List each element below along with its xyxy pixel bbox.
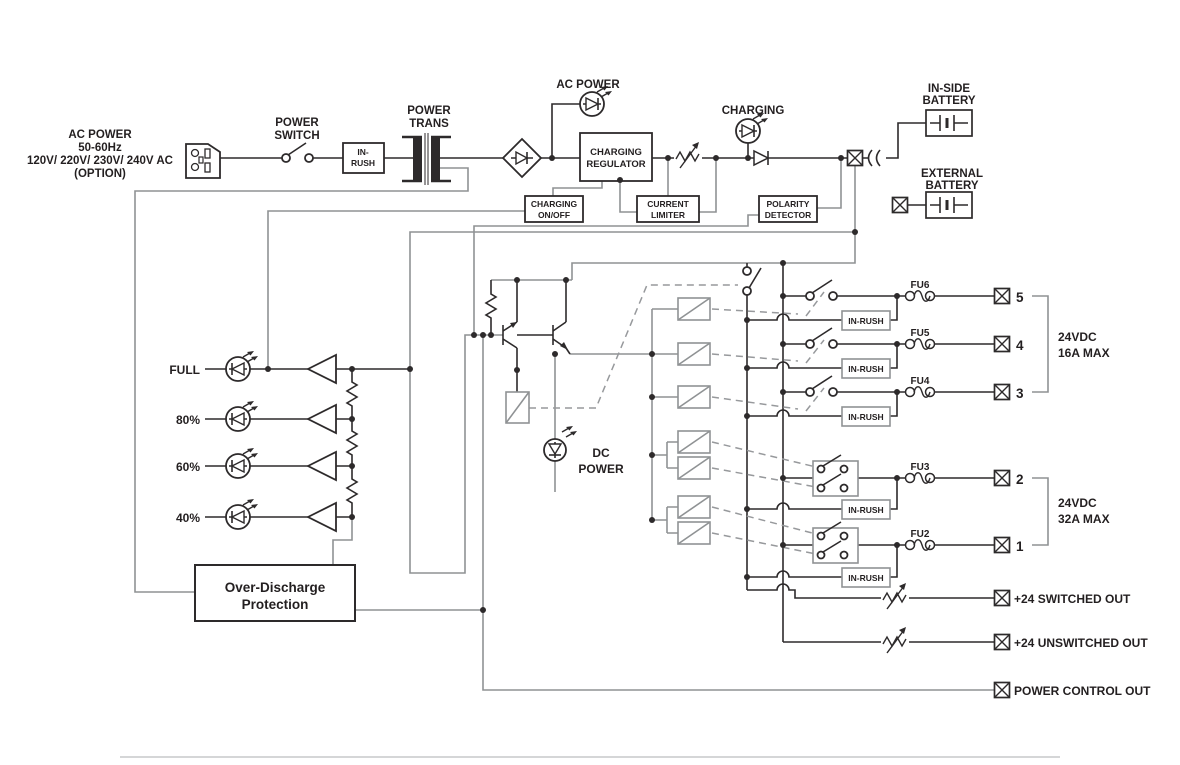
polarity-detector-label-2: DETECTOR — [765, 210, 812, 220]
power-trans-label-2: TRANS — [409, 118, 449, 130]
output-number-1: 1 — [1016, 539, 1024, 554]
fuse-label-fu5: FU5 — [911, 328, 930, 339]
ac-power-indicator-led — [579, 85, 613, 117]
group-32a-label-2: 32A MAX — [1058, 512, 1110, 526]
external-battery-label-2: BATTERY — [925, 180, 978, 192]
over-discharge-label-1: Over-Discharge — [225, 580, 326, 595]
fuse-label-fu2: FU2 — [911, 529, 930, 540]
power-transformer — [402, 133, 451, 185]
battery-level-indicators — [225, 350, 337, 533]
inside-battery-label-2: BATTERY — [922, 95, 975, 107]
inrush-label-1: IN-RUSH — [848, 316, 883, 326]
group-16a-label-2: 16A MAX — [1058, 346, 1110, 360]
over-discharge-label-2: Protection — [242, 597, 309, 612]
main-relay-switch — [742, 266, 752, 296]
output-number-4: 4 — [1016, 338, 1024, 353]
junction-dots — [265, 155, 900, 613]
power-control-out-label: POWER CONTROL OUT — [1014, 684, 1151, 698]
output-contacts-single — [805, 291, 838, 397]
ac-input-label-4: (OPTION) — [74, 168, 126, 180]
charging-on-off: CHARGING ON/OFF — [524, 195, 584, 223]
inrush-label-2: IN-RUSH — [848, 364, 883, 374]
unswitched-out-label: +24 UNSWITCHED OUT — [1014, 636, 1148, 650]
charging-regulator-label-2: REGULATOR — [586, 159, 645, 170]
level-label-60: 60% — [176, 460, 200, 474]
fuse-label-fu3: FU3 — [911, 462, 930, 473]
current-limiter-label-1: CURRENT — [647, 199, 689, 209]
power-trans-label-1: POWER — [407, 105, 451, 117]
output-connectors — [993, 287, 1011, 699]
charging-indicator-led — [735, 112, 769, 144]
ac-power-led-label: AC POWER — [556, 79, 620, 91]
over-discharge-protection: Over-Discharge Protection — [194, 564, 356, 622]
ac-inlet-plug — [185, 143, 221, 179]
output-number-5: 5 — [1016, 290, 1024, 305]
inside-battery-label-1: IN-SIDE — [928, 83, 971, 95]
power-switch-label-1: POWER — [275, 117, 319, 129]
inrush-top-label-1: IN- — [357, 147, 369, 157]
current-sense-resistor — [675, 141, 700, 169]
level-label-80: 80% — [176, 413, 200, 427]
switched-out-label: +24 SWITCHED OUT — [1014, 592, 1131, 606]
bridge-rectifier — [501, 137, 543, 179]
dc-power-indicator-led — [543, 425, 578, 462]
routing-wires — [134, 158, 995, 691]
main-wires — [205, 103, 994, 643]
main-relay-coil — [505, 391, 530, 424]
inrush-limiter-input: IN- RUSH — [342, 142, 385, 174]
external-battery — [891, 190, 974, 220]
battery-connector — [846, 149, 881, 167]
inrush-label-3: IN-RUSH — [848, 412, 883, 422]
output-number-2: 2 — [1016, 472, 1024, 487]
ac-input-label-2: 50-60Hz — [78, 142, 122, 154]
led-40 — [225, 498, 259, 530]
dc-power-label-1: DC — [592, 446, 610, 460]
output-breakers — [882, 582, 907, 654]
power-switch-label-2: SWITCH — [274, 130, 319, 142]
charging-led-label: CHARGING — [722, 105, 785, 117]
inrush-top-label-2: RUSH — [351, 158, 375, 168]
full-led — [225, 350, 259, 382]
relay-coils — [677, 297, 711, 545]
charging-regulator-label-1: CHARGING — [590, 147, 642, 158]
polarity-detector-label-1: POLARITY — [767, 199, 810, 209]
comparator-40 — [305, 501, 337, 533]
polarity-detector: POLARITY DETECTOR — [758, 195, 818, 223]
ac-input-label-3: 120V/ 220V/ 230V/ 240V AC — [27, 155, 173, 167]
inrush-boxes: IN-RUSH IN-RUSH IN-RUSH IN-RUSH IN-RUSH — [841, 310, 891, 588]
group-16a-label-1: 24VDC — [1058, 330, 1097, 344]
current-limiter: CURRENT LIMITER — [636, 195, 700, 223]
charging-diode — [753, 149, 770, 167]
power-switch — [281, 142, 314, 163]
inrush-label-5: IN-RUSH — [848, 573, 883, 583]
charging-regulator: CHARGING REGULATOR — [579, 132, 653, 182]
relay-mechanical-links — [529, 284, 825, 555]
full-comparator — [305, 353, 337, 385]
level-label-full: FULL — [169, 363, 200, 377]
text-labels: AC POWER 50-60Hz 120V/ 220V/ 230V/ 240V … — [27, 79, 1151, 698]
dc-power-label-2: POWER — [578, 462, 624, 476]
output-group-brackets — [1032, 295, 1049, 546]
led-80 — [225, 400, 259, 432]
led-60 — [225, 447, 259, 479]
charging-on-off-label-1: CHARGING — [531, 199, 578, 209]
level-label-40: 40% — [176, 511, 200, 525]
comparator-60 — [305, 450, 337, 482]
inrush-label-4: IN-RUSH — [848, 505, 883, 515]
fuse-label-fu4: FU4 — [911, 376, 930, 387]
group-32a-label-1: 24VDC — [1058, 496, 1097, 510]
output-contacts-double — [812, 454, 859, 564]
comparator-80 — [305, 403, 337, 435]
inside-battery — [924, 108, 974, 138]
external-battery-label-1: EXTERNAL — [921, 168, 983, 180]
current-limiter-label-2: LIMITER — [651, 210, 685, 220]
fuse-label-fu6: FU6 — [911, 280, 930, 291]
output-number-3: 3 — [1016, 386, 1024, 401]
ac-input-label-1: AC POWER — [68, 129, 132, 141]
charging-on-off-label-2: ON/OFF — [538, 210, 570, 220]
